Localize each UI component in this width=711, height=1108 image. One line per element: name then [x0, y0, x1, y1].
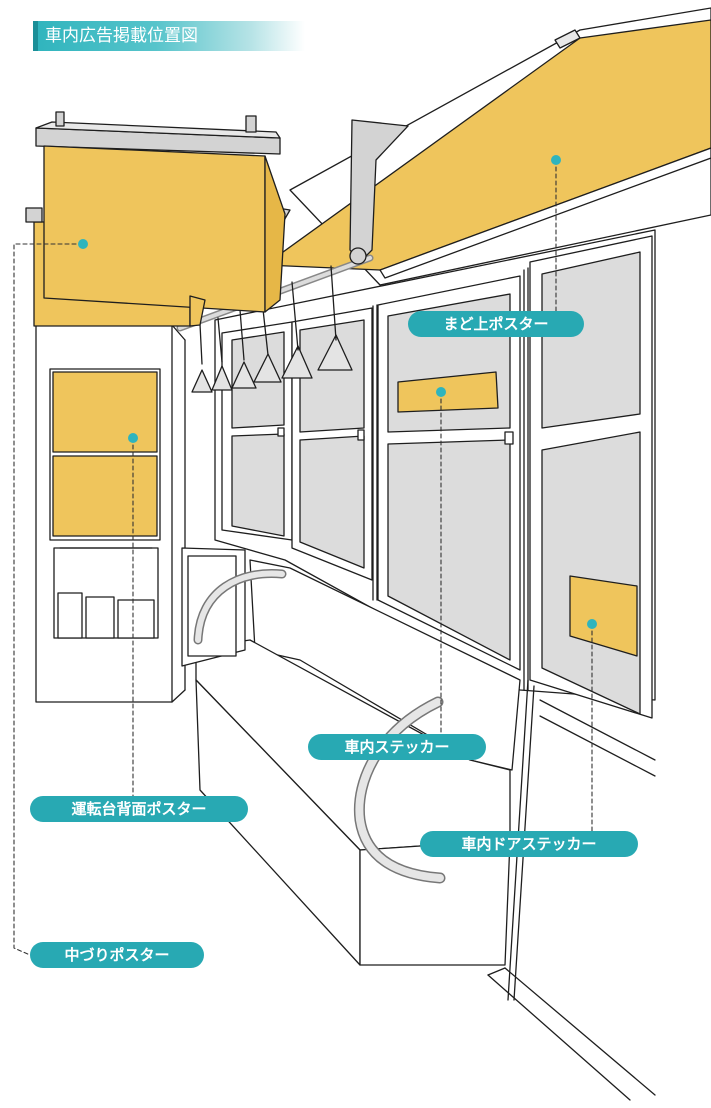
nakadzuri-poster-panel	[43, 145, 266, 313]
page-title-bar: 車内広告掲載位置図	[33, 21, 305, 51]
marker-dots	[78, 155, 597, 629]
label-madoue-poster: まど上ポスター	[408, 311, 584, 337]
wall-floor-line-2	[539, 715, 656, 777]
dot-madoue	[551, 155, 561, 165]
nakadzuri-rail-top	[35, 121, 281, 139]
grab-bar-left-inner	[195, 570, 285, 643]
dot-driver-back	[128, 433, 138, 443]
page-title: 車内広告掲載位置図	[45, 26, 198, 46]
label-driver-back-poster: 運転台背面ポスター	[30, 796, 248, 822]
label-door-sticker: 車内ドアステッカー	[420, 831, 638, 857]
grab-bar-right-inner	[355, 698, 444, 882]
car-sticker	[397, 371, 499, 413]
label-nakadzuri-poster: 中づりポスター	[30, 942, 204, 968]
latch	[277, 427, 285, 437]
leader-lines	[13, 159, 593, 956]
rail-joint	[349, 247, 367, 265]
latch	[504, 431, 514, 445]
label-car-sticker: 車内ステッカー	[308, 734, 486, 760]
door-sticker	[569, 575, 638, 657]
nakadzuri-shadow	[189, 295, 206, 327]
nakadzuri-clip	[245, 115, 257, 133]
dot-nakadzuri	[78, 239, 88, 249]
driver-back-poster-1	[52, 371, 158, 453]
dot-car-sticker	[436, 387, 446, 397]
latch	[357, 429, 365, 441]
hand-straps	[191, 265, 353, 393]
wall-floor-line	[539, 699, 656, 761]
leader-nakadzuri	[13, 243, 84, 956]
nakadzuri-back-clip	[25, 207, 43, 223]
pamphlet-rack	[53, 547, 159, 639]
nakadzuri-clip	[55, 111, 65, 127]
rail-bracket	[349, 119, 409, 263]
driver-back-poster-2	[52, 455, 158, 537]
window-2	[291, 307, 373, 581]
floor-step	[487, 967, 506, 976]
nakadzuri-poster-side	[264, 155, 286, 313]
madoue-panel-bottom	[379, 147, 711, 279]
title-accent	[33, 21, 38, 51]
dot-door-sticker	[587, 619, 597, 629]
poster-frame	[49, 368, 161, 541]
madoue-top-edge	[554, 29, 581, 49]
floor-line-2	[504, 967, 656, 1096]
floor-line	[487, 974, 631, 1101]
madoue-poster-panel	[264, 19, 711, 271]
